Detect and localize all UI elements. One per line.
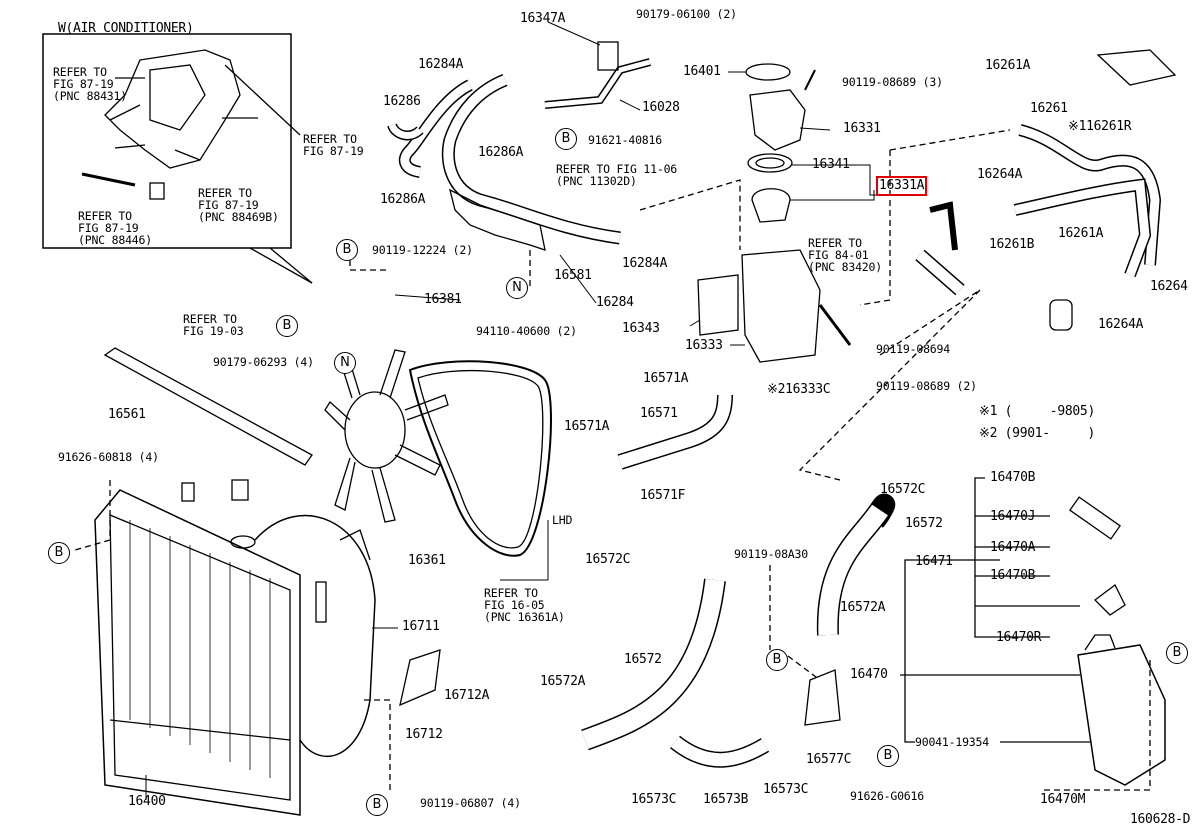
ref-bubble-b: B — [336, 239, 358, 261]
part-label: 90119-08689 (3) — [842, 75, 943, 89]
part-label: 16264 — [1150, 279, 1188, 294]
part-label: 90119-06807 (4) — [420, 796, 521, 810]
ref-bubble-b: B — [555, 128, 577, 150]
part-label: 16573B — [703, 792, 749, 807]
part-label: 16028 — [642, 100, 680, 115]
part-label: 16470 — [850, 667, 888, 682]
ref-bubble-b: B — [766, 649, 788, 671]
part-label: 16561 — [108, 407, 146, 422]
part-label: 16470J — [990, 509, 1036, 524]
part-label: 16331 — [843, 121, 881, 136]
part-label: 91621-40816 — [588, 133, 662, 147]
part-label: 94110-40600 (2) — [476, 324, 577, 338]
part-label: 16264A — [977, 167, 1023, 182]
part-label: 16261A — [1058, 226, 1104, 241]
part-label: 16572C — [585, 552, 631, 567]
part-label: 16573C — [763, 782, 809, 797]
part-label: 16286A — [380, 192, 426, 207]
part-label: 16581 — [554, 268, 592, 283]
part-label: 16572 — [624, 652, 662, 667]
refer-note-87-19-88431: REFER TO FIG 87-19 (PNC 88431) — [53, 65, 127, 103]
refer-note-84-01: REFER TO FIG 84-01 (PNC 83420) — [808, 236, 882, 274]
part-label: 90119-08689 (2) — [876, 379, 977, 393]
part-label: 16470B — [990, 470, 1036, 485]
part-label: 16572A — [840, 600, 886, 615]
part-label: 16470B — [990, 568, 1036, 583]
part-label: 16261B — [989, 237, 1035, 252]
refer-note-87-19-inset: REFER TO FIG 87-19 — [303, 132, 364, 158]
part-label: 16572 — [905, 516, 943, 531]
part-label-highlighted: 16331A — [875, 176, 928, 196]
part-label: 16284 — [596, 295, 634, 310]
part-label: 91626-60818 (4) — [58, 450, 159, 464]
ref-bubble-b: B — [276, 315, 298, 337]
part-label: 16341 — [812, 157, 850, 172]
part-label: 16284A — [622, 256, 668, 271]
part-label: ※216333C — [767, 382, 831, 397]
part-label: 16470R — [996, 630, 1042, 645]
refer-note-87-19-88469B: REFER TO FIG 87-19 (PNC 88469B) — [198, 186, 279, 224]
lhd-label: LHD — [552, 513, 573, 527]
part-label: 16347A — [520, 11, 566, 26]
part-label: 16400 — [128, 794, 166, 809]
part-label: 16286 — [383, 94, 421, 109]
part-label: ※116261R — [1068, 119, 1132, 134]
part-label: 90119-08A30 — [734, 547, 808, 561]
part-label: 16261A — [985, 58, 1031, 73]
ref-bubble-n: N — [334, 352, 356, 374]
ref-bubble-b: B — [877, 745, 899, 767]
part-label: 16333 — [685, 338, 723, 353]
part-label: 16470A — [990, 540, 1036, 555]
part-label: 90119-12224 (2) — [372, 243, 473, 257]
inset-title: W(AIR CONDITIONER) — [58, 21, 194, 36]
part-label: 16381 — [424, 292, 462, 307]
part-label: 16711 — [402, 619, 440, 634]
refer-note-11-06: REFER TO FIG 11-06 (PNC 11302D) — [556, 162, 678, 188]
refer-note-87-19-88446: REFER TO FIG 87-19 (PNC 88446) — [78, 209, 152, 247]
part-label: 91626-G0616 — [850, 789, 924, 803]
part-label: 16264A — [1098, 317, 1144, 332]
part-label: 90179-06293 (4) — [213, 355, 314, 369]
part-label: 16470M — [1040, 792, 1086, 807]
part-label: 16571A — [564, 419, 610, 434]
part-label: 16572C — [880, 482, 926, 497]
part-label: 90119-08694 — [876, 342, 950, 356]
part-label: 16361 — [408, 553, 446, 568]
part-label: 16343 — [622, 321, 660, 336]
ref-bubble-b: B — [1166, 642, 1188, 664]
refer-note-19-03: REFER TO FIG 19-03 — [183, 312, 244, 338]
refer-note-16-05: REFER TO FIG 16-05 (PNC 16361A) — [484, 586, 565, 624]
part-label: 16712A — [444, 688, 490, 703]
part-label: 16571F — [640, 488, 686, 503]
note-2: ※2 (9901- ) — [979, 426, 1095, 441]
part-label: 16712 — [405, 727, 443, 742]
ref-bubble-n: N — [506, 277, 528, 299]
note-1: ※1 ( -9805) — [979, 404, 1095, 419]
part-label: 16572A — [540, 674, 586, 689]
part-label: 16571A — [643, 371, 689, 386]
part-label: 16401 — [683, 64, 721, 79]
part-label: 16284A — [418, 57, 464, 72]
part-label: 90041-19354 — [915, 735, 989, 749]
part-label: 16577C — [806, 752, 852, 767]
part-label: 16573C — [631, 792, 677, 807]
part-label: 16261 — [1030, 101, 1068, 116]
part-label: 16286A — [478, 145, 524, 160]
doc-number: 160628-D — [1130, 812, 1191, 827]
ref-bubble-b: B — [48, 542, 70, 564]
part-label: 16571 — [640, 406, 678, 421]
part-label: 16471 — [915, 554, 953, 569]
part-label: 90179-06100 (2) — [636, 7, 737, 21]
ref-bubble-b: B — [366, 794, 388, 816]
